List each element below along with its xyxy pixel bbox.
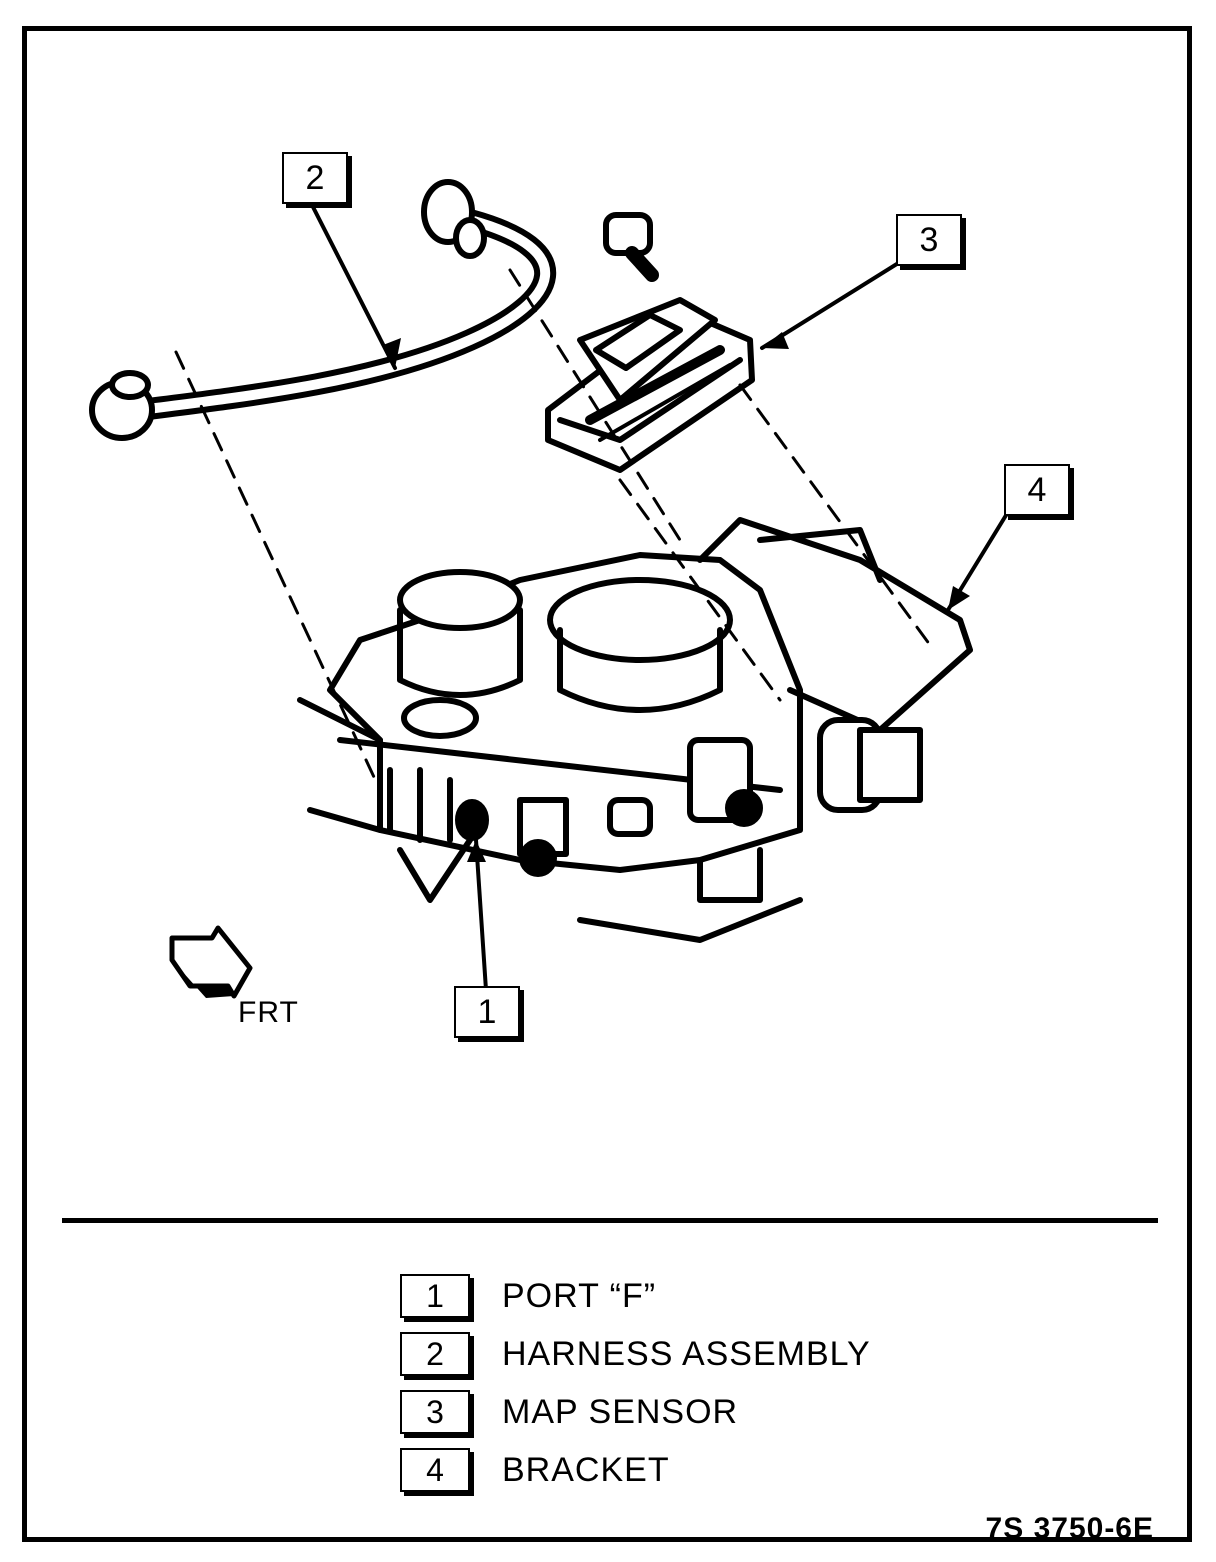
- throttle-body-drawing: [297, 517, 973, 943]
- alignment-lines: [174, 268, 932, 792]
- callout-3: 3: [896, 214, 962, 266]
- front-arrow-icon: [169, 925, 253, 999]
- legend-label: PORT “F”: [502, 1276, 657, 1315]
- figure-frame: [22, 26, 1192, 1542]
- legend-number: 2: [400, 1332, 470, 1376]
- front-direction-label: FRT: [238, 996, 299, 1029]
- map-sensor-drawing: [545, 297, 755, 473]
- legend-label: BRACKET: [502, 1450, 670, 1489]
- legend-label: MAP SENSOR: [502, 1392, 739, 1431]
- callout-4: 4: [1004, 464, 1070, 516]
- legend-item: 1 PORT “F”: [400, 1268, 656, 1324]
- legend-item: 2 HARNESS ASSEMBLY: [400, 1326, 871, 1382]
- legend-number: 3: [400, 1390, 470, 1434]
- bolt-drawing: [603, 212, 659, 282]
- legend-number: 1: [400, 1274, 470, 1318]
- legend-label: HARNESS ASSEMBLY: [502, 1334, 871, 1373]
- callout-1: 1: [454, 986, 520, 1038]
- callout-2: 2: [282, 152, 348, 204]
- figure-id: 7S 3750-6E: [985, 1512, 1154, 1545]
- legend-item: 4 BRACKET: [400, 1442, 670, 1498]
- harness-assembly-drawing: [89, 179, 557, 441]
- legend-item: 3 MAP SENSOR: [400, 1384, 738, 1440]
- legend-divider: [62, 1218, 1158, 1223]
- legend-number: 4: [400, 1448, 470, 1492]
